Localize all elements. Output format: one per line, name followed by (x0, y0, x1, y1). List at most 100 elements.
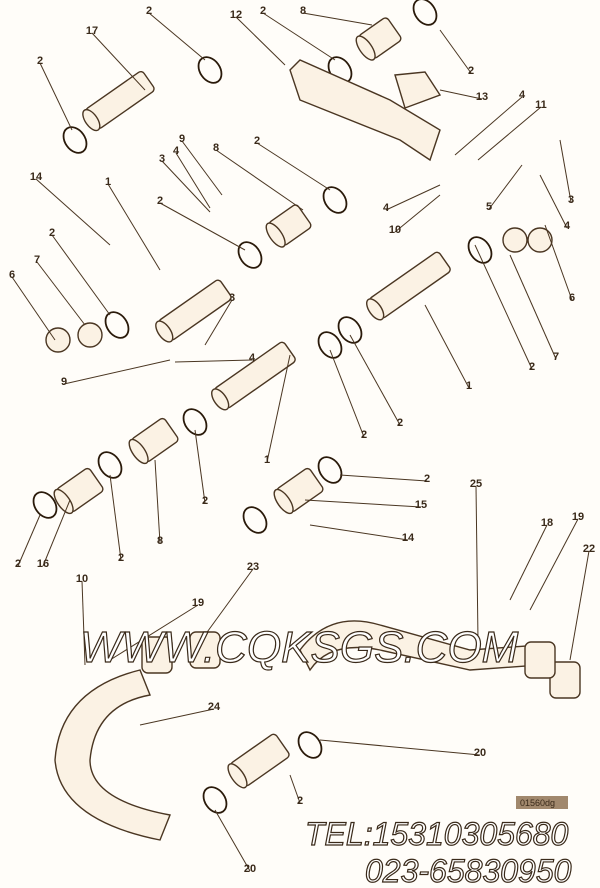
pipe-part (265, 204, 312, 248)
leader-line (174, 359, 253, 363)
drawing-code: 01560dg (520, 798, 555, 808)
callout-label: 1 (105, 176, 111, 188)
leader-line (509, 254, 557, 360)
o-ring (197, 56, 223, 84)
leader-line (235, 16, 286, 66)
leader-line (488, 164, 523, 210)
callout-label: 20 (244, 863, 256, 875)
pipe-part (211, 341, 296, 411)
callout-label: 7 (34, 254, 40, 266)
callout-label: 19 (572, 511, 584, 523)
callout-label: 3 (159, 153, 165, 165)
leader-line (51, 234, 111, 316)
o-ring (182, 408, 208, 436)
leader-line (63, 359, 171, 385)
flange-gasket (189, 631, 221, 669)
callout-label: 18 (541, 517, 553, 529)
elbow-pipe (289, 59, 441, 162)
leader-line (204, 299, 233, 346)
leader-line (304, 499, 422, 508)
flange-gasket (524, 641, 556, 679)
callout-label: 2 (260, 5, 266, 17)
pipe-part (355, 17, 402, 61)
leader-line (424, 304, 470, 389)
leader-line (181, 140, 223, 196)
o-ring (97, 451, 123, 479)
leader-line (109, 604, 199, 661)
leader-line (148, 12, 206, 61)
drawing-code-box (516, 796, 568, 809)
callout-label: 24 (208, 701, 221, 713)
leader-line (215, 149, 304, 211)
leader-line (91, 32, 146, 91)
leader-line (309, 524, 409, 541)
exhaust-pipe-24 (54, 669, 171, 841)
callout-label: 10 (389, 224, 401, 236)
callout-label: 11 (535, 99, 547, 111)
callout-label: 9 (179, 133, 185, 145)
o-ring (237, 241, 263, 269)
leader-line (439, 29, 472, 74)
callout-label: 2 (361, 429, 367, 441)
leader-line (154, 459, 161, 544)
turbo-fitting (45, 327, 71, 353)
o-ring (104, 311, 130, 339)
watermark-website: WWW.CQKSGS.COM (80, 623, 519, 672)
callout-label: 10 (76, 573, 88, 585)
leader-line (159, 202, 246, 251)
callout-label: 15 (415, 499, 427, 511)
gasket-13 (394, 71, 442, 109)
callout-label: 2 (49, 227, 55, 239)
callout-label: 5 (486, 201, 492, 213)
callout-label: 2 (297, 795, 303, 807)
leader-line (454, 96, 523, 156)
turbo-fitting (527, 227, 553, 253)
o-ring (297, 731, 323, 759)
leader-line (256, 142, 331, 191)
pipe-part (53, 467, 104, 515)
callout-label: 20 (474, 747, 486, 759)
callout-label: 6 (569, 292, 575, 304)
leader-line (266, 354, 291, 463)
pipe-part (273, 467, 324, 515)
o-ring (242, 506, 268, 534)
leader-line (175, 152, 211, 209)
leader-line (319, 739, 481, 756)
pipe-part (128, 417, 179, 465)
leader-line (289, 774, 301, 804)
callout-label: 3 (229, 292, 235, 304)
leader-line (35, 178, 111, 246)
o-ring (62, 126, 88, 154)
callout-label: 2 (118, 552, 124, 564)
callout-label: 2 (468, 65, 474, 77)
leader-line (394, 194, 441, 233)
callout-label: 19 (192, 597, 204, 609)
leader-line (439, 89, 483, 100)
o-ring (467, 236, 493, 264)
leader-line (39, 62, 73, 131)
callout-label: 8 (213, 142, 219, 154)
callout-label: 9 (61, 376, 67, 388)
callout-label: 7 (553, 351, 559, 363)
callout-label: 2 (529, 361, 535, 373)
leader-line (42, 499, 71, 567)
o-ring (412, 0, 438, 26)
parts-group (32, 0, 581, 841)
leader-line (262, 12, 336, 61)
callout-label: 4 (173, 145, 180, 157)
leader-line (509, 524, 548, 601)
leader-line (302, 12, 373, 26)
watermark-phone: 023-65830950 (365, 853, 572, 888)
callout-label: 8 (300, 5, 306, 17)
callout-label: 4 (249, 352, 256, 364)
callout-label: 2 (397, 417, 403, 429)
callout-label: 1 (264, 454, 270, 466)
callout-label: 4 (564, 220, 571, 232)
o-ring (202, 786, 228, 814)
callout-label: 2 (202, 495, 208, 507)
leader-line (139, 708, 215, 726)
callout-label: 2 (37, 55, 43, 67)
leader-line (539, 174, 568, 229)
leader-line (161, 160, 211, 213)
